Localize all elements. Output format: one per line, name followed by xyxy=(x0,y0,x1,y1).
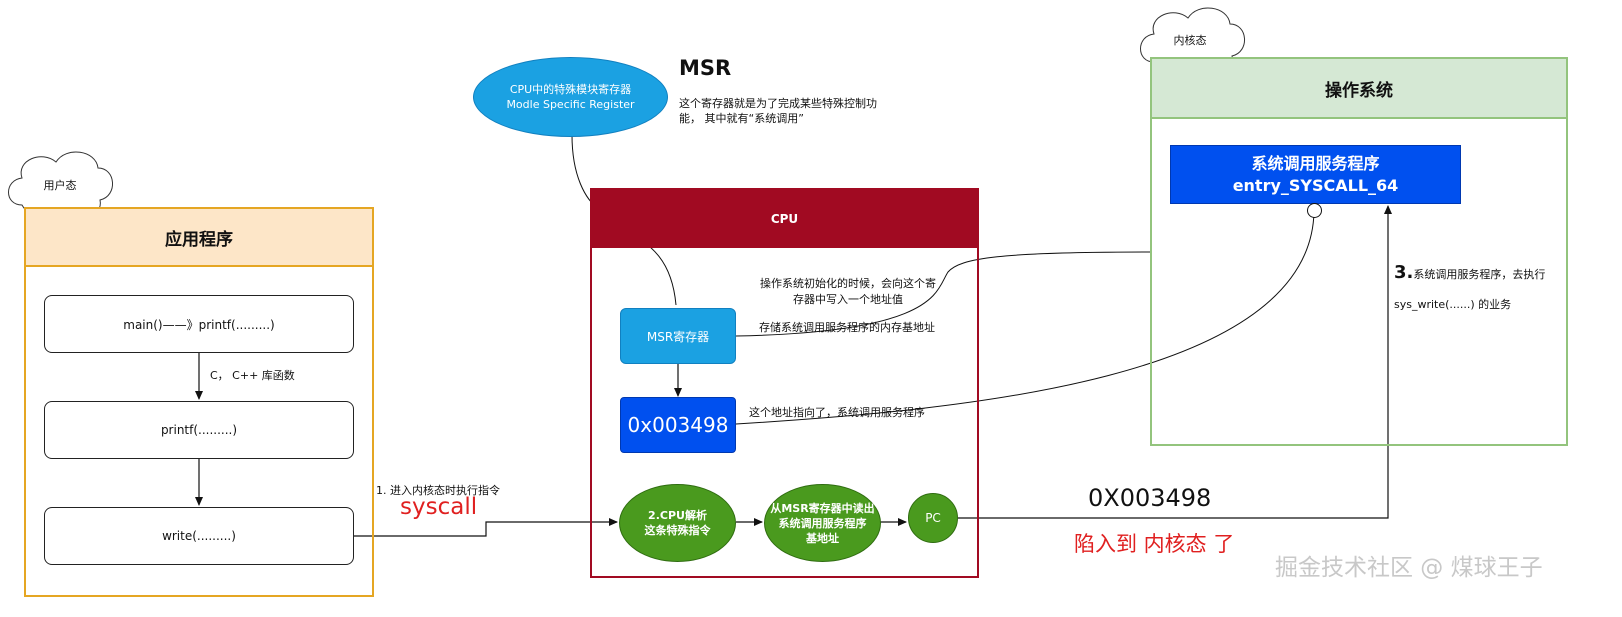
step1-label: 1. 进入内核态时执行指令 xyxy=(376,484,500,497)
write-box[interactable]: write(.........) xyxy=(44,507,354,565)
service-line2: entry_SYSCALL_64 xyxy=(1232,175,1399,195)
step3-num: 3. xyxy=(1394,262,1414,283)
msr-register-box[interactable]: MSR寄存器 xyxy=(620,308,736,364)
step3-line2: sys_write(......) 的业务 xyxy=(1394,298,1512,311)
init-note-line2: 存器中写入一个地址值 xyxy=(793,293,903,306)
service-box[interactable]: 系统调用服务程序 entry_SYSCALL_64 xyxy=(1170,145,1461,204)
user-mode-label: 用户态 xyxy=(43,179,77,192)
msr-ellipse-line1: CPU中的特殊模块寄存器 xyxy=(509,83,632,96)
step2-line2: 这条特殊指令 xyxy=(644,524,711,537)
curve-addr-to-service xyxy=(735,211,1315,425)
read-msr-ellipse[interactable]: 从MSR寄存器中读出 系统调用服务程序 基地址 xyxy=(764,484,881,562)
os-panel: 操作系统 xyxy=(1150,57,1568,446)
service-line1: 系统调用服务程序 xyxy=(1251,153,1380,173)
kernel-mode-label: 内核态 xyxy=(1173,34,1207,47)
step3-note: 3.系统调用服务程序，去执行 xyxy=(1394,262,1545,283)
step2-ellipse[interactable]: 2.CPU解析 这条特殊指令 xyxy=(619,484,736,562)
curve-os-init xyxy=(735,251,1151,337)
msr-desc-line1: 这个寄存器就是为了完成某些特殊控制功 xyxy=(679,97,877,110)
watermark: 掘金技术社区 @ 煤球王子 xyxy=(1275,555,1543,581)
msr-heading: MSR xyxy=(679,56,732,80)
cpu-title: CPU xyxy=(592,190,977,248)
msr-desc-line2: 能， 其中就有“系统调用” xyxy=(679,112,804,125)
read-line1: 从MSR寄存器中读出 xyxy=(770,501,875,515)
service-port xyxy=(1307,203,1322,218)
step3-text: 系统调用服务程序，去执行 xyxy=(1413,268,1546,281)
cpu-panel: CPU xyxy=(590,188,979,578)
points-note: 这个地址指向了，系统调用服务程序 xyxy=(749,406,925,419)
lib-edge-label: C， C++ 库函数 xyxy=(210,369,295,382)
arrow-pc-to-service xyxy=(958,205,1392,519)
syscall-label: syscall xyxy=(400,494,478,520)
msr-description: 这个寄存器就是为了完成某些特殊控制功 能， 其中就有“系统调用” xyxy=(679,96,877,126)
trap-address-label: 0X003498 xyxy=(1088,484,1212,512)
app-panel: 应用程序 xyxy=(24,207,374,597)
init-note: 操作系统初始化的时候，会向这个寄 存器中写入一个地址值 xyxy=(760,276,936,308)
address-box[interactable]: 0x003498 xyxy=(620,397,736,453)
msr-ellipse: CPU中的特殊模块寄存器 Modle Specific Register xyxy=(473,57,668,137)
trap-label: 陷入到 内核态 了 xyxy=(1074,532,1235,556)
read-line3: 基地址 xyxy=(806,531,839,545)
pc-circle[interactable]: PC xyxy=(908,493,958,543)
read-line2: 系统调用服务程序 xyxy=(778,516,867,530)
store-note: 存储系统调用服务程序的内存基地址 xyxy=(759,321,935,334)
os-title: 操作系统 xyxy=(1152,59,1566,119)
msr-ellipse-line2: Modle Specific Register xyxy=(506,98,635,111)
app-title: 应用程序 xyxy=(26,209,372,267)
step2-line1: 2.CPU解析 xyxy=(648,509,707,522)
init-note-line1: 操作系统初始化的时候，会向这个寄 xyxy=(760,277,936,290)
main-call-box[interactable]: main()——》printf(.........) xyxy=(44,295,354,353)
printf-box[interactable]: printf(.........) xyxy=(44,401,354,459)
arrow-syscall xyxy=(354,518,618,537)
